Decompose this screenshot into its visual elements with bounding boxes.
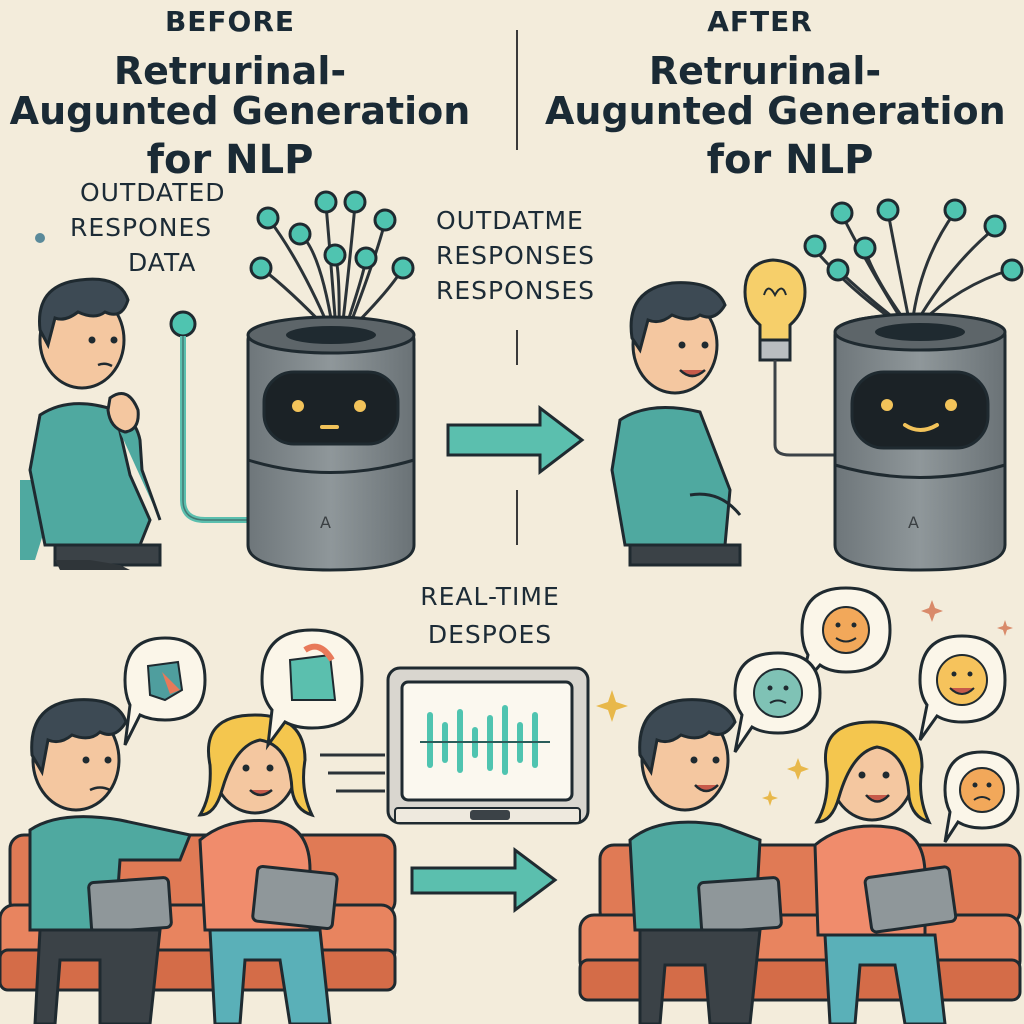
before-note-line3: DATA <box>128 248 197 277</box>
after-note-line3: RESPONSES <box>436 276 596 305</box>
after-title-line2: Augunted Generation <box>545 89 1006 133</box>
before-title-line3: for NLP <box>146 137 314 183</box>
after-server: A <box>833 312 1007 572</box>
before-nodes <box>169 190 415 338</box>
emoji-bubbles <box>733 586 1020 843</box>
after-header: AFTER <box>707 5 813 38</box>
svg-text:A: A <box>320 513 331 532</box>
after-woman-laptop <box>813 720 958 1024</box>
after-note-line2: RESPONSES <box>436 241 596 270</box>
after-title-line1: Retrurinal- <box>648 49 882 93</box>
monitor-label-line1: REAL-TIME <box>420 582 560 611</box>
svg-text:A: A <box>908 513 919 532</box>
before-title-line2: Augunted Generation <box>9 89 471 133</box>
after-nodes <box>803 198 1024 282</box>
before-speech-bubbles <box>123 628 364 751</box>
realtime-monitor <box>386 666 590 825</box>
motion-lines <box>320 753 385 793</box>
dot-icon <box>35 233 45 243</box>
top-arrow <box>446 404 585 476</box>
after-title-line3: for NLP <box>706 137 874 183</box>
after-man-laptop <box>628 698 783 1024</box>
monitor-label-line2: DESPOES <box>427 620 553 649</box>
before-server: A <box>246 315 416 572</box>
before-note-line1: OUTDATED <box>80 178 226 207</box>
before-cable <box>180 336 250 523</box>
bottom-arrow <box>410 847 558 913</box>
before-woman-laptop <box>197 713 339 1024</box>
sparkle-icons <box>596 600 1013 806</box>
before-note-line2: RESPONES <box>70 213 213 242</box>
before-header: BEFORE <box>164 5 296 38</box>
before-title-line1: Retrurinal- <box>113 49 347 93</box>
before-thinking-man <box>20 277 162 570</box>
lightbulb-icon <box>743 258 840 457</box>
after-note-line1: OUTDATME <box>436 206 584 235</box>
before-man-laptop <box>28 698 193 1024</box>
after-happy-man <box>610 281 742 567</box>
